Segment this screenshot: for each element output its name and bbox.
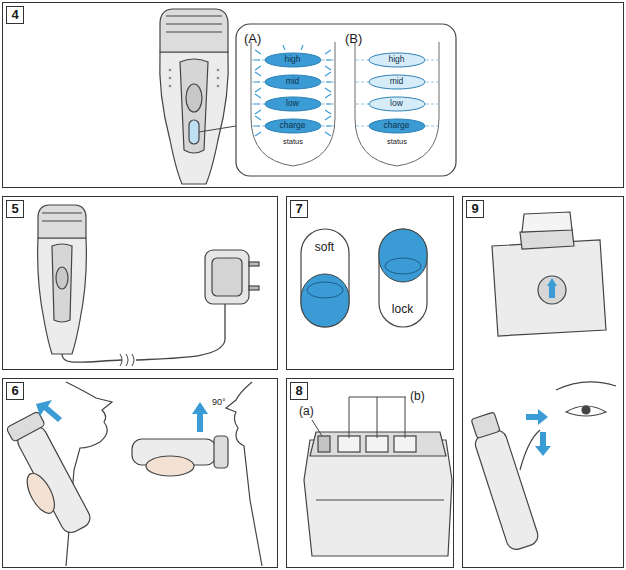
label-holder: low — [264, 96, 322, 112]
label-holder: charge — [368, 118, 426, 134]
row-guide — [252, 60, 438, 126]
power-cord — [62, 304, 225, 366]
switch-label: soft — [300, 240, 350, 254]
indicator-outline — [251, 42, 439, 166]
shaver-drawing — [160, 9, 229, 184]
switch-label: lock — [378, 302, 428, 316]
label-holder: high — [264, 52, 322, 68]
lamp-oval — [369, 97, 425, 111]
switch-knob — [379, 229, 427, 282]
step-number: 5 — [6, 200, 24, 218]
switch-ridge — [385, 258, 421, 274]
step-panel: 6 — [2, 378, 278, 568]
indicator-label: mid — [390, 77, 404, 86]
indicator-lamp: low — [264, 96, 322, 112]
lamp-oval — [265, 97, 321, 111]
angle-label: 90° — [212, 398, 226, 408]
switch-knob — [301, 274, 349, 327]
lamp-oval — [265, 53, 321, 67]
label-holder: charge — [264, 118, 322, 134]
step-panel: 5 — [2, 196, 278, 370]
part-label: (a) — [299, 405, 314, 418]
lamp-oval — [369, 53, 425, 67]
indicator-label: high — [388, 55, 404, 64]
leader-line — [312, 397, 406, 438]
part-label: (b) — [410, 390, 425, 403]
label-holder: mid — [264, 74, 322, 90]
label-holder: mid — [368, 74, 426, 90]
ac-adaptor — [205, 250, 259, 304]
step-panel: 4 high mid low charge high mid low charge — [2, 2, 624, 188]
glow-rays — [254, 45, 332, 136]
inset-frame — [236, 24, 456, 176]
indicator-label: low — [286, 99, 299, 108]
status-label: status — [283, 138, 303, 146]
indicator-lamp: low — [368, 96, 426, 112]
step-panel: 9 — [462, 196, 624, 568]
shaver-in-hand — [0, 411, 228, 542]
leader-line — [199, 126, 236, 132]
label-holder: high — [368, 52, 426, 68]
status-label: status — [387, 138, 407, 146]
step-panel: 7 soft lock — [286, 196, 454, 370]
lamp-oval — [265, 75, 321, 89]
mode-switch: lock — [378, 228, 428, 328]
step-number: 4 — [6, 6, 24, 24]
step-number: 9 — [466, 200, 484, 218]
variant-label: (A) — [244, 32, 261, 46]
face-profile — [520, 382, 616, 470]
variant-label: (B) — [345, 32, 362, 46]
indicator-lamp: charge — [264, 118, 322, 134]
switch-body — [379, 229, 427, 327]
indicator-label: high — [284, 55, 300, 64]
direction-arrow — [526, 278, 557, 456]
shaving-head — [304, 432, 452, 556]
indicator-lamp: mid — [264, 74, 322, 90]
lamp-oval — [265, 119, 321, 133]
switch-body — [301, 229, 349, 327]
face-profile — [66, 382, 262, 566]
step-number: 8 — [290, 382, 308, 400]
indicator-label: low — [390, 99, 403, 108]
indicator-lamp: charge — [368, 118, 426, 134]
indicator-label: charge — [280, 121, 306, 130]
indicator-lamp: high — [368, 52, 426, 68]
mode-switch: soft — [300, 228, 350, 328]
indicator-label: charge — [384, 121, 410, 130]
switch-ridge — [307, 282, 343, 298]
lamp-oval — [369, 119, 425, 133]
shaver-drawing — [38, 205, 87, 354]
step-number: 7 — [290, 200, 308, 218]
label-holder: low — [368, 96, 426, 112]
indicator-label: mid — [286, 77, 300, 86]
indicator-lamp: mid — [368, 74, 426, 90]
lamp-oval — [369, 75, 425, 89]
step-number: 6 — [6, 382, 24, 400]
indicator-lamp: high — [264, 52, 322, 68]
direction-arrow — [36, 400, 208, 432]
